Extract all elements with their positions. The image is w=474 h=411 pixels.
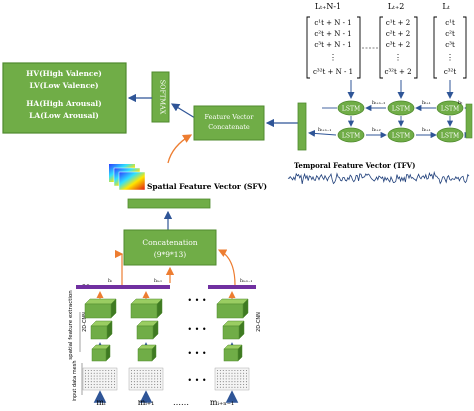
concatenation-box: Concatenation (9*9*13) bbox=[123, 229, 217, 266]
lstm-label: LSTM bbox=[392, 105, 410, 112]
eeg-signal-waveform bbox=[287, 170, 470, 185]
cnn-block-small-2 bbox=[137, 344, 157, 362]
matrix-col-1: Lₜ₊N-1 c¹t + N - 1 c²t + N - 1 c³t + N -… bbox=[306, 2, 361, 79]
cnn-block-small-1 bbox=[91, 344, 111, 362]
lstm-hidden-label-5: hₜ₊₂ bbox=[372, 127, 381, 133]
seq-header-1: Lₜ₊N-1 bbox=[315, 2, 341, 11]
matrix1-row3: c³t + N - 1 bbox=[314, 41, 351, 49]
seq-header-3: Lₜ bbox=[442, 2, 449, 11]
input-data-mesh-2 bbox=[128, 367, 164, 391]
cnn-block-mid-2 bbox=[136, 320, 159, 340]
lstm-grid: LSTM LSTM LSTM LSTM LSTM LSTM hₜ₊ₙ₋₂ hₜ₊₁ hₜ hₜ₊ₙ… bbox=[318, 100, 473, 143]
lstm-label: LSTM bbox=[342, 105, 360, 112]
matrix3-row1: c¹t bbox=[445, 19, 455, 27]
cnn-columns: hᵢ hᵢ₊₁ hᵢ₊ₙ₋₁ bbox=[76, 278, 256, 403]
input-label-m-i: mᵢ bbox=[96, 398, 106, 407]
matrix2-row1: c¹t + 2 bbox=[386, 19, 410, 27]
cnn-block-large-2 bbox=[130, 298, 163, 319]
matrix1-row1: c¹t + N - 1 bbox=[314, 19, 351, 27]
fc-bar-1 bbox=[76, 285, 124, 289]
lstm-label: LSTM bbox=[342, 132, 360, 139]
softmax-label: SOFTMAX bbox=[159, 80, 167, 115]
seq-header-2: Lₜ₊2 bbox=[388, 2, 405, 11]
fc-bar-2 bbox=[122, 285, 170, 289]
lstm-hidden-label-3: hₜ bbox=[458, 100, 463, 106]
matrix3-vdots: ⋮ bbox=[446, 53, 454, 62]
fvc-label-line1: Feature Vector bbox=[205, 113, 255, 121]
temporal-feature-vector-bar bbox=[297, 102, 307, 151]
lstm-fwd-3: LSTM bbox=[436, 100, 464, 116]
input-label-m-iN: mᵢ₊ₙ₋₁ bbox=[210, 398, 234, 407]
cnn-block-small-3 bbox=[223, 344, 243, 362]
matrix3-row32: c³²t bbox=[444, 68, 457, 76]
lstm-bwd-3: LSTM bbox=[436, 127, 464, 143]
matrix2-row3: c³t + 2 bbox=[386, 41, 410, 49]
lstm-label: LSTM bbox=[441, 105, 459, 112]
arrow-fvc-to-softmax bbox=[170, 103, 196, 119]
fc-output-label-2: hᵢ₊₁ bbox=[154, 278, 162, 284]
cnn-block-mid-1 bbox=[90, 320, 113, 340]
matrix-col-2: Lₜ₊2 c¹t + 2 c²t + 2 c³t + 2 ⋮ c³²t + 2 bbox=[379, 2, 418, 79]
input-data-mesh-3 bbox=[214, 367, 250, 391]
lstm-label: LSTM bbox=[441, 132, 459, 139]
softmax-layer: SOFTMAX bbox=[151, 71, 170, 123]
output-class-lv: LV(Low Valence) bbox=[29, 81, 98, 90]
ellipsis-dots-3: • • • bbox=[187, 349, 206, 358]
output-class-ha: HA(High Arousal) bbox=[26, 99, 101, 108]
heatmap-thumbnail-front bbox=[118, 171, 146, 191]
sfv-label: Spatial Feature Vector (SFV) bbox=[147, 182, 267, 191]
ellipsis-dots-2: • • • bbox=[187, 325, 206, 334]
lstm-fwd-1: LSTM bbox=[337, 100, 365, 116]
lstm-fwd-2: LSTM bbox=[387, 100, 415, 116]
matrix2-row2: c²t + 2 bbox=[386, 30, 410, 38]
arrow-fc3-to-concat bbox=[217, 249, 236, 286]
lstm-hidden-label-2: hₜ₊₁ bbox=[422, 100, 431, 106]
fc-output-label-3: hᵢ₊ₙ₋₁ bbox=[240, 278, 253, 284]
spatial-feature-vector-bar bbox=[127, 198, 211, 209]
cnn-label-left: 2D-CNN bbox=[82, 312, 88, 332]
fc-bar-3 bbox=[208, 285, 256, 289]
matrix1-row32: c³²t + N - 1 bbox=[313, 68, 353, 76]
output-classes-box: HV(High Valence) LV(Low Valence) HA(High… bbox=[2, 62, 127, 134]
cnn-block-large-3 bbox=[216, 298, 249, 319]
matrix2-vdots: ⋮ bbox=[394, 53, 402, 62]
tfv-label: Temporal Feature Vector (TFV) bbox=[294, 161, 415, 170]
concat-label-line2: (9*9*13) bbox=[154, 250, 187, 259]
concat-label-line1: Concatenation bbox=[142, 238, 197, 247]
matrix3-row2: c²t bbox=[445, 30, 455, 38]
lstm-edge-block bbox=[465, 103, 473, 139]
fvc-label-line2: Concatenate bbox=[208, 123, 250, 131]
arrow-sfv-to-fvc bbox=[167, 134, 193, 164]
input-mesh-label: input data mesh bbox=[72, 360, 78, 401]
lstm-hidden-label-6: hₜ₊₁ bbox=[422, 127, 431, 133]
matrix-col-3: Lₜ c¹t c²t c³t ⋮ c³²t bbox=[433, 2, 467, 79]
fc-output-label-1: hᵢ bbox=[108, 278, 112, 284]
input-data-mesh-1 bbox=[82, 367, 118, 391]
lstm-hidden-label-1: hₜ₊ₙ₋₂ bbox=[372, 100, 385, 106]
lstm-label: LSTM bbox=[392, 132, 410, 139]
cnn-label-right: 2D-CNN bbox=[256, 312, 262, 332]
ellipsis-dots-4: • • • bbox=[187, 376, 206, 385]
ellipsis-dots-1: • • • bbox=[187, 296, 206, 305]
input-label-ellipsis: …… bbox=[173, 398, 189, 407]
lstm-bwd-2: LSTM bbox=[387, 127, 415, 143]
matrix1-row2: c²t + N - 1 bbox=[314, 30, 351, 38]
lstm-bwd-1: LSTM bbox=[337, 127, 365, 143]
matrix1-vdots: ⋮ bbox=[329, 53, 337, 62]
output-class-la: LA(Low Arousal) bbox=[29, 111, 99, 120]
matrix3-row3: c³t bbox=[445, 41, 455, 49]
arrow-lstm-to-tfv bbox=[308, 129, 337, 137]
input-label-m-i1: mᵢ₊₁ bbox=[138, 398, 155, 407]
output-class-hv: HV(High Valence) bbox=[26, 69, 102, 78]
feature-vector-concatenate-box: Feature Vector Concatenate bbox=[193, 105, 265, 141]
cnn-block-mid-3 bbox=[222, 320, 245, 340]
matrix2-row32: c³²t + 2 bbox=[384, 68, 411, 76]
spatial-extraction-label: spatial feature extraction bbox=[68, 290, 74, 360]
lstm-hidden-label-4: hₜ₊ₙ₋₁ bbox=[318, 127, 331, 133]
cnn-block-large-1 bbox=[84, 298, 117, 319]
